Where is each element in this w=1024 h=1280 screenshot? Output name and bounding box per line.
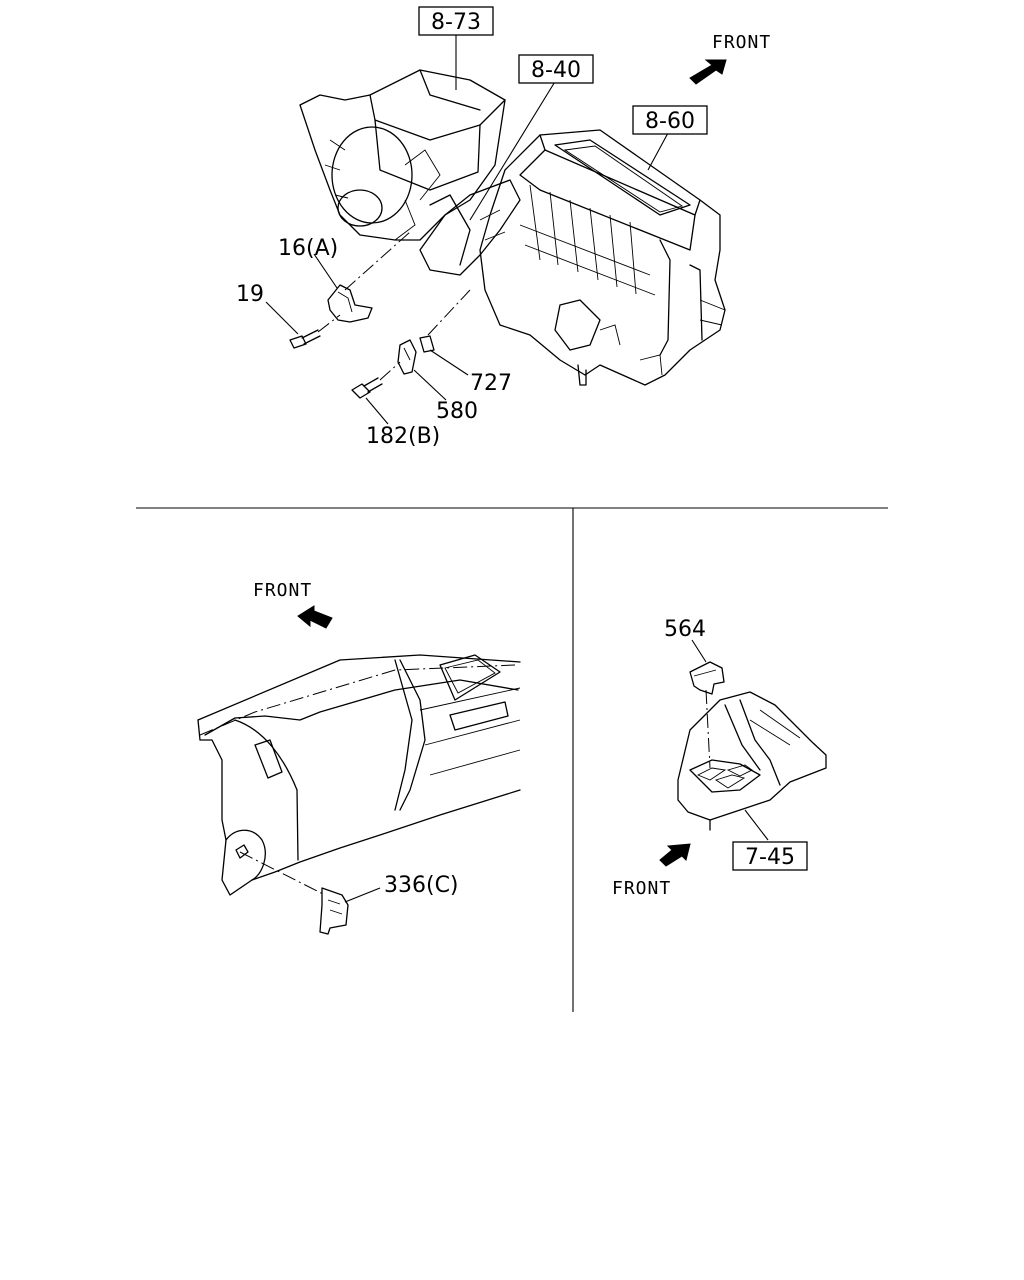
front-arrow-icon	[659, 843, 691, 867]
front-arrow-icon	[689, 59, 727, 85]
front-indicator-top: FRONT	[689, 32, 771, 85]
bracket-336c	[319, 887, 349, 935]
pad-727	[419, 335, 435, 353]
front-arrow-icon	[297, 605, 333, 629]
ref-8-40-label: 8-40	[531, 58, 581, 83]
heater-blower-assembly	[299, 69, 726, 386]
front-indicator-bottom-left: FRONT	[253, 580, 333, 629]
front-label-bottom-left: FRONT	[253, 580, 312, 601]
front-label-top: FRONT	[712, 32, 771, 53]
part-727-label: 727	[470, 371, 512, 396]
part-182b-label: 182(B)	[366, 424, 440, 449]
bracket-16a	[327, 284, 373, 323]
part-580-label: 580	[436, 399, 478, 424]
ref-box-8-60[interactable]: 8-60	[632, 105, 708, 135]
part-564-label: 564	[664, 617, 706, 642]
front-label-bottom-right: FRONT	[612, 878, 671, 899]
screw-19	[289, 329, 321, 349]
console-box	[677, 691, 827, 831]
ref-7-45-label: 7-45	[745, 845, 795, 870]
ref-box-8-73[interactable]: 8-73	[418, 6, 494, 36]
ref-box-8-40[interactable]: 8-40	[518, 54, 594, 84]
part-336c-label: 336(C)	[384, 873, 459, 898]
ref-8-73-label: 8-73	[431, 10, 481, 35]
ref-box-7-45[interactable]: 7-45	[732, 841, 808, 871]
dashboard-panel	[197, 654, 521, 896]
clip-564	[689, 661, 725, 695]
reference-leaders	[455, 33, 669, 221]
part-19-label: 19	[236, 282, 264, 307]
part-16a-label: 16(A)	[278, 236, 338, 261]
screw-182b	[351, 377, 383, 399]
ref-8-60-label: 8-60	[645, 109, 695, 134]
front-indicator-bottom-right: FRONT	[612, 843, 691, 899]
clip-580	[397, 339, 417, 375]
